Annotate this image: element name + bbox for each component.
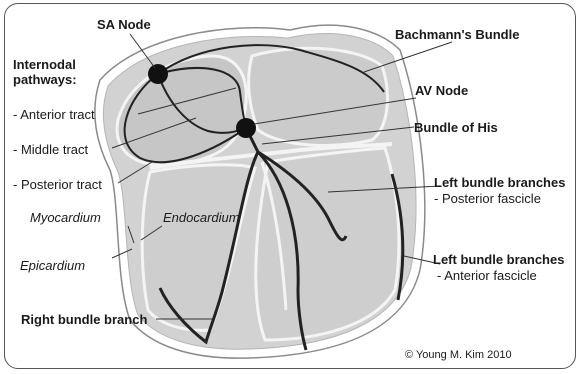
sa-node [148, 64, 168, 84]
label-middle-tract: - Middle tract [13, 142, 88, 157]
label-internodal-title-1: Internodal [13, 57, 76, 72]
label-anterior-fascicle: - Anterior fascicle [437, 268, 537, 283]
label-left-bundle-anterior-title: Left bundle branches [433, 252, 564, 267]
label-bachmanns-bundle: Bachmann's Bundle [395, 27, 519, 42]
left-atrium [249, 48, 388, 145]
label-posterior-fascicle: - Posterior fascicle [434, 191, 541, 206]
label-anterior-tract: - Anterior tract [13, 107, 95, 122]
label-posterior-tract: - Posterior tract [13, 177, 102, 192]
label-av-node: AV Node [415, 83, 468, 98]
label-endocardium: Endocardium [163, 210, 240, 225]
label-internodal-title-2: pathways: [13, 72, 77, 87]
label-epicardium: Epicardium [20, 258, 85, 273]
label-myocardium: Myocardium [30, 210, 101, 225]
label-left-bundle-posterior-title: Left bundle branches [434, 175, 565, 190]
label-bundle-of-his: Bundle of His [414, 120, 498, 135]
copyright-notice: © Young M. Kim 2010 [405, 348, 512, 363]
label-right-bundle-branch: Right bundle branch [21, 312, 147, 327]
label-sa-node: SA Node [97, 17, 151, 32]
av-node [236, 118, 256, 138]
